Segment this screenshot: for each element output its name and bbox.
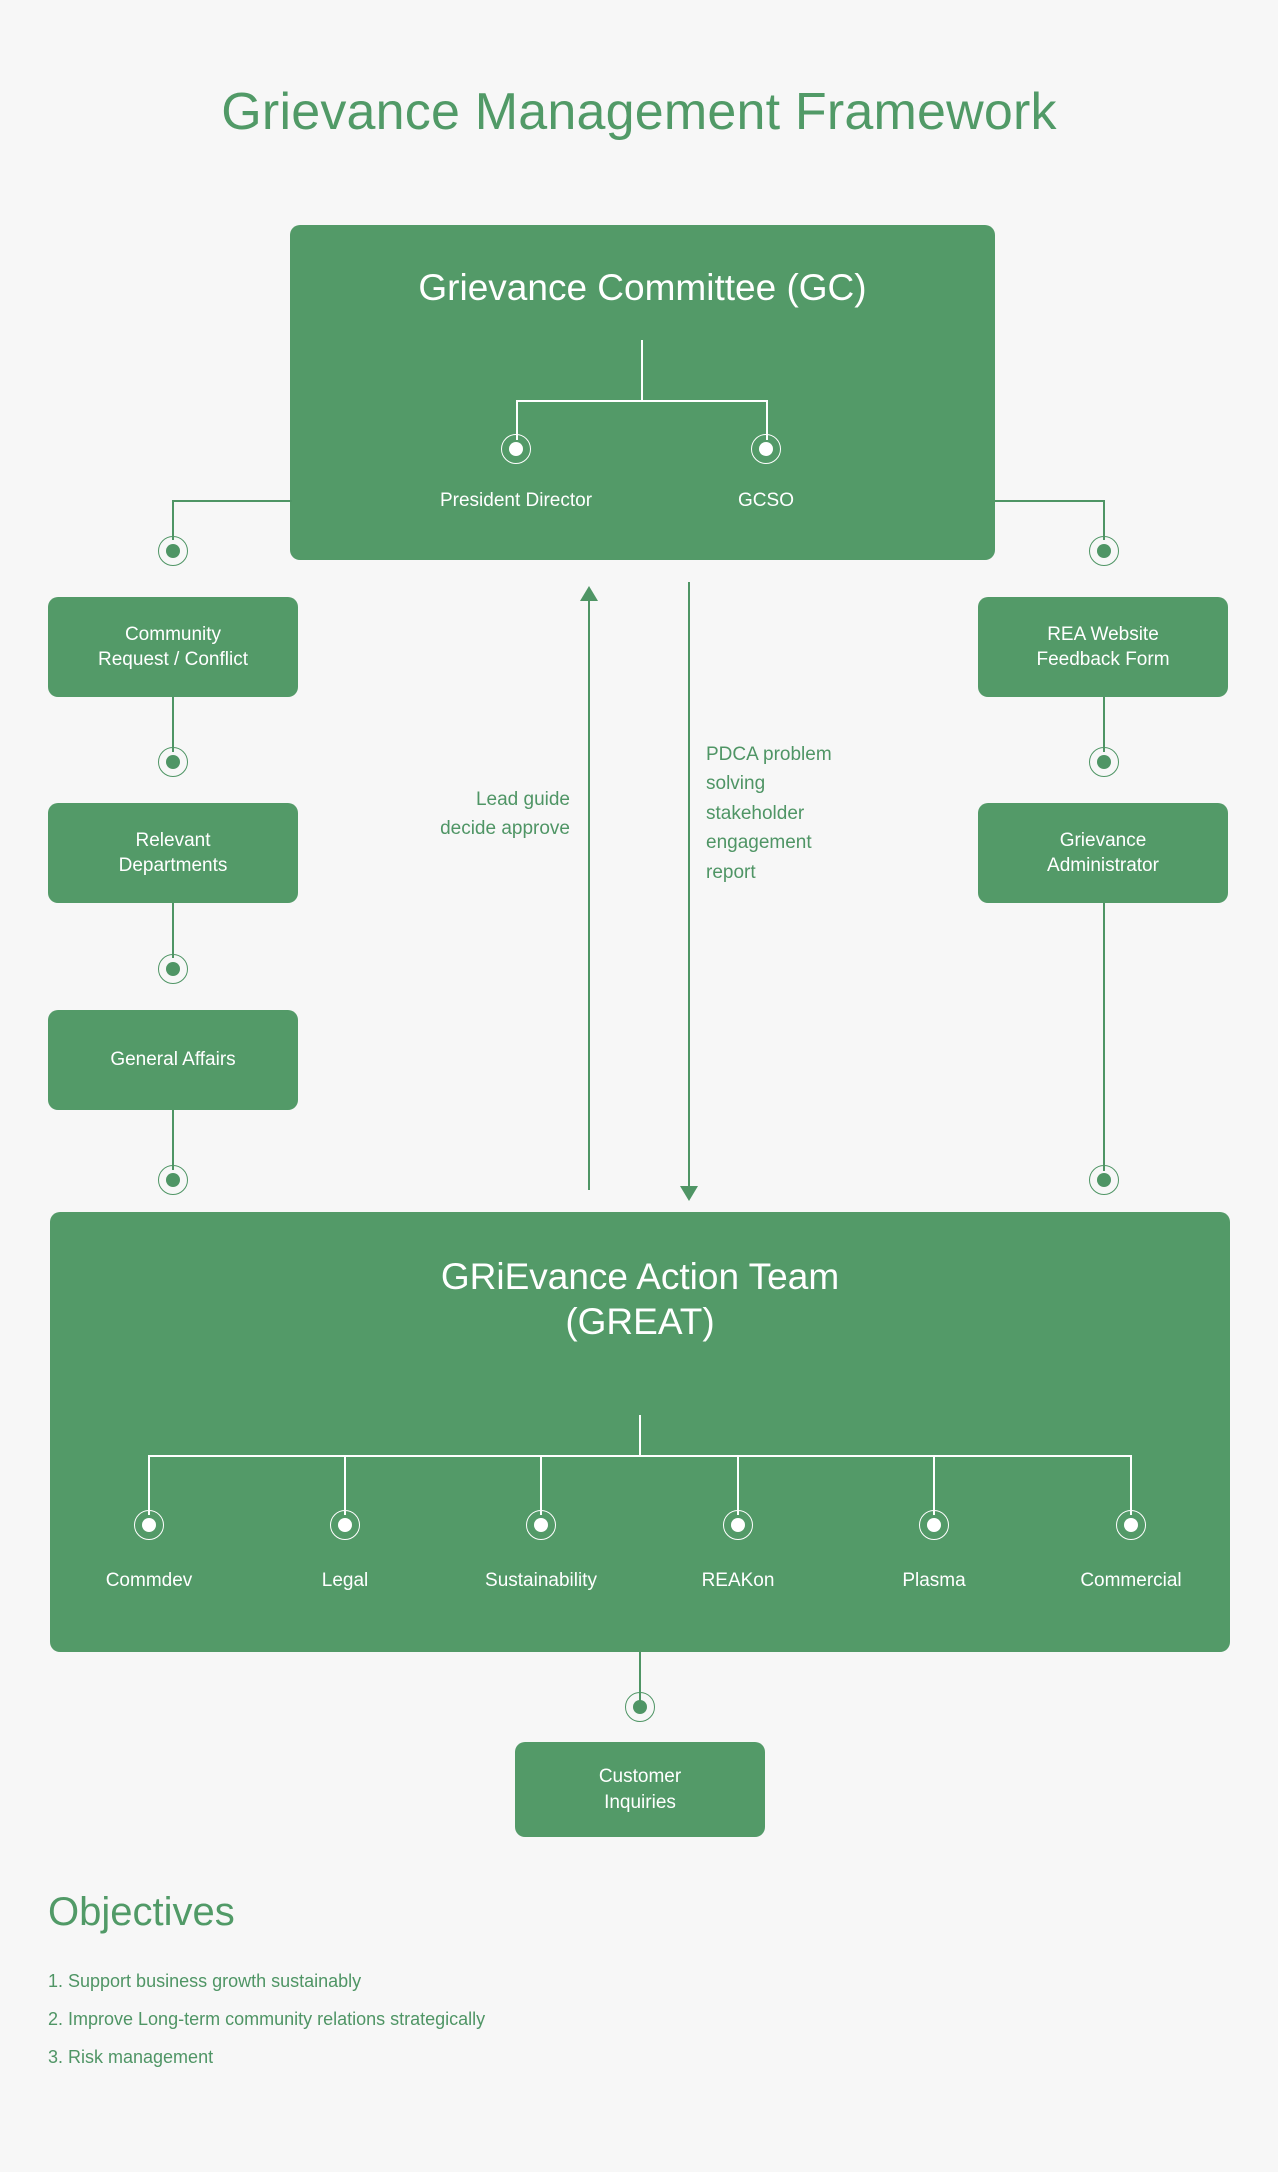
great-member-drop-4 [933, 1455, 935, 1515]
box-customer-inquiries[interactable]: Customer Inquiries [515, 1742, 765, 1837]
downward-flow-label: PDCA problem solving stakeholder engagem… [706, 744, 832, 883]
objective-item: 2. Improve Long-term community relations… [48, 2009, 486, 2029]
left-connector-2 [172, 903, 174, 958]
gc-branch-line [516, 400, 767, 402]
great-member-label-3: REAKon [701, 1570, 775, 1591]
box-general-affairs[interactable]: General Affairs [48, 1010, 298, 1110]
left-branch-horizontal [172, 500, 292, 502]
objectives-list: 1. Support business growth sustainably 2… [48, 1972, 848, 2086]
left-node-2 [158, 954, 188, 984]
left-node-3 [158, 1165, 188, 1195]
great-member-node-1 [330, 1510, 360, 1540]
right-connector-2 [1103, 903, 1105, 1171]
right-branch-vertical [1103, 500, 1105, 540]
objectives-heading: Objectives [48, 1890, 235, 1934]
right-node-2 [1089, 1165, 1119, 1195]
left-node-1 [158, 747, 188, 777]
customer-connector [639, 1652, 641, 1707]
great-stem-line [639, 1415, 641, 1455]
box-community-request[interactable]: Community Request / Conflict [48, 597, 298, 697]
box-rea-website-feedback[interactable]: REA Website Feedback Form [978, 597, 1228, 697]
upward-flow-arrow-icon [580, 586, 598, 601]
left-branch-vertical [172, 500, 174, 540]
left-branch-node [158, 536, 188, 566]
gc-member-label-1: GCSO [738, 490, 794, 511]
box-relevant-departments-label: Relevant Departments [118, 829, 228, 876]
great-member-label-4: Plasma [902, 1570, 966, 1591]
great-member-drop-5 [1130, 1455, 1132, 1515]
box-relevant-departments[interactable]: Relevant Departments [48, 803, 298, 903]
downward-flow-arrow-icon [680, 1186, 698, 1201]
great-member-label-0: Commdev [105, 1570, 193, 1591]
box-general-affairs-label: General Affairs [110, 1049, 236, 1071]
grievance-committee-title: Grievance Committee (GC) [418, 267, 867, 308]
box-grievance-administrator-label: Grievance Administrator [1047, 829, 1159, 876]
right-branch-horizontal [995, 500, 1105, 502]
great-member-node-3 [723, 1510, 753, 1540]
great-branch-line [148, 1455, 1130, 1457]
right-node-1 [1089, 747, 1119, 777]
great-member-node-0 [134, 1510, 164, 1540]
right-branch-node [1089, 536, 1119, 566]
box-community-request-label: Community Request / Conflict [98, 623, 248, 670]
left-connector-3 [172, 1110, 174, 1170]
objective-item: 3. Risk management [48, 2047, 214, 2067]
great-member-node-2 [526, 1510, 556, 1540]
right-connector-1 [1103, 697, 1105, 752]
great-member-node-5 [1116, 1510, 1146, 1540]
grievance-committee-box[interactable]: Grievance Committee (GC) [290, 225, 995, 560]
box-grievance-administrator[interactable]: Grievance Administrator [978, 803, 1228, 903]
gc-member-node-1 [751, 434, 781, 464]
great-member-drop-0 [148, 1455, 150, 1515]
grievance-action-team-box[interactable]: GRiEvance Action Team (GREAT) [50, 1212, 1230, 1652]
gc-member-drop-1 [766, 400, 768, 440]
great-member-label-1: Legal [321, 1570, 369, 1591]
upward-flow-label: Lead guide decide approve [440, 789, 570, 840]
grievance-action-team-title: GRiEvance Action Team (GREAT) [440, 1256, 840, 1343]
downward-flow-line [688, 582, 690, 1186]
gc-member-label-0: President Director [439, 490, 593, 511]
great-member-label-5: Commercial [1080, 1570, 1182, 1591]
upward-flow-line [588, 600, 590, 1190]
gc-member-drop-0 [516, 400, 518, 440]
gc-member-node-0 [501, 434, 531, 464]
box-customer-inquiries-label: Customer Inquiries [598, 1766, 682, 1813]
great-member-node-4 [919, 1510, 949, 1540]
gc-stem-line [641, 340, 643, 400]
objective-item: 1. Support business growth sustainably [48, 1971, 362, 1991]
page-title: Grievance Management Framework [221, 83, 1057, 141]
great-member-drop-3 [737, 1455, 739, 1515]
great-member-drop-2 [540, 1455, 542, 1515]
great-member-drop-1 [344, 1455, 346, 1515]
great-member-label-2: Sustainability [485, 1570, 597, 1591]
box-rea-website-feedback-label: REA Website Feedback Form [1036, 623, 1170, 670]
left-connector-1 [172, 697, 174, 752]
customer-node [625, 1692, 655, 1722]
